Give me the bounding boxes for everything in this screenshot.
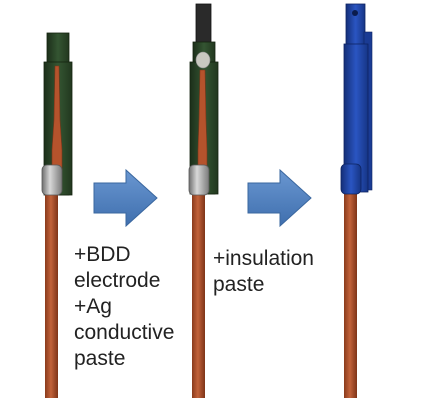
copper-wire xyxy=(192,190,205,398)
step-label-line: +Ag xyxy=(74,295,112,318)
insulation-top-hole xyxy=(352,10,358,16)
process-arrow-2 xyxy=(247,168,312,228)
electrode-stage-1 xyxy=(41,32,73,398)
metal-sleeve xyxy=(41,164,63,196)
copper-wire xyxy=(344,190,357,398)
step-label-line: electrode xyxy=(74,269,161,292)
insulation-sleeve xyxy=(340,163,362,195)
step-label-line: +BDD xyxy=(74,243,131,266)
step-label-line: +insulation xyxy=(213,247,314,270)
ag-paste-dot xyxy=(195,51,211,69)
step-label-line: paste xyxy=(74,347,126,370)
step-label-line: conductive xyxy=(74,321,175,344)
step-1-label: +BDD electrode +Ag conductive paste xyxy=(74,242,174,372)
step-label-line: paste xyxy=(213,273,265,296)
electrode-stage-2 xyxy=(188,3,219,398)
metal-sleeve xyxy=(188,164,210,196)
electrode-stage-3 xyxy=(340,3,373,398)
copper-wire xyxy=(45,190,58,398)
bdd-chip xyxy=(195,3,212,49)
process-arrow-1 xyxy=(93,168,158,228)
step-2-label: +insulation paste xyxy=(213,246,314,298)
